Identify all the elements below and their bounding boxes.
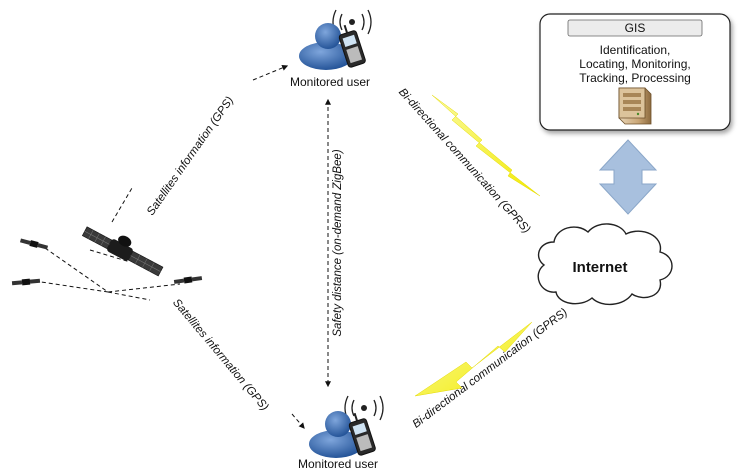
gprs-bottom-lightning (414, 321, 533, 397)
gprs-top-label: Bi-directional communication (GPRS) (396, 86, 532, 236)
gis-title: GIS (625, 21, 646, 35)
gps-top-line (111, 187, 133, 223)
connector-lines (27, 65, 331, 429)
gprs-bottom-label: Bi-directional communication (GPRS) (411, 306, 570, 430)
gis-line-3: Tracking, Processing (579, 71, 691, 85)
gps-bottom-arrow (291, 413, 305, 429)
satellite-links (27, 247, 181, 293)
cloud-icon (537, 223, 673, 305)
gps-bottom-line (107, 291, 151, 301)
gis-box (539, 13, 731, 131)
server-icon (618, 87, 652, 125)
gprs-top-lightning (431, 94, 541, 197)
gps-top-arrow (252, 65, 289, 81)
safety-distance-label: Safety distance (on-demand ZigBee) (332, 149, 344, 336)
bottom-user-label: Monitored user (298, 457, 378, 471)
gps-top-label: Satellites information (GPS) (145, 95, 236, 218)
satellite-icon (11, 226, 203, 286)
gis-internet-arrow (598, 139, 658, 215)
gis-line-2: Locating, Monitoring, (579, 57, 690, 71)
top-user-icon (299, 9, 372, 70)
top-user-label: Monitored user (290, 75, 370, 89)
gis-line-1: Identification, (600, 43, 671, 57)
gps-bottom-label: Satellites information (GPS) (170, 297, 271, 414)
internet-label: Internet (572, 259, 627, 276)
bottom-user-icon (309, 395, 384, 458)
